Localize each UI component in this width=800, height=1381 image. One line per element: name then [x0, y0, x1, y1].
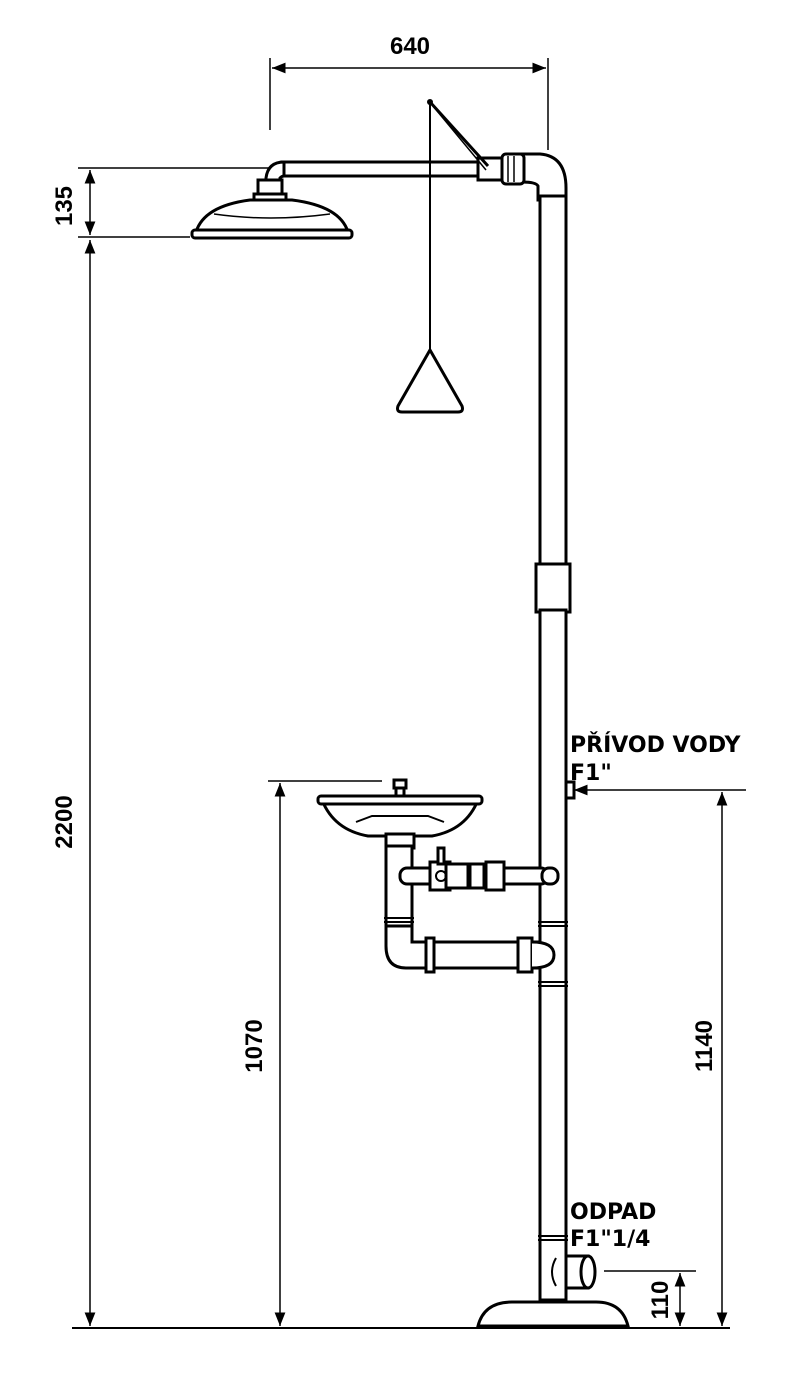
dimension-110-label: 110 [647, 1281, 674, 1320]
pull-handle [396, 99, 490, 414]
drain-label: ODPAD [570, 1200, 656, 1225]
drain-size-label: F1"1/4 [570, 1227, 650, 1252]
dimension-135-label: 135 [51, 186, 78, 226]
dimension-135: 135 [51, 167, 270, 238]
eyewash-plumbing [384, 844, 560, 974]
dimension-640-label: 640 [390, 33, 430, 60]
drain-outlet [551, 1254, 597, 1290]
water-inlet-size-label: F1" [570, 761, 612, 786]
dimension-1070: 1070 [241, 780, 382, 1326]
shower-arm [264, 152, 526, 188]
water-inlet-label: PŘÍVOD VODY [570, 732, 742, 758]
dimension-2200-label: 2200 [51, 795, 78, 848]
dimension-110: 110 [604, 1270, 696, 1326]
dimension-1070-label: 1070 [241, 1019, 268, 1072]
main-pipe [520, 152, 576, 1302]
pedestal-base [476, 1300, 630, 1328]
dimension-1140-label: 1140 [691, 1020, 718, 1072]
dimension-1140: 1140 [574, 784, 746, 1326]
eyewash-bowl [316, 778, 484, 850]
dimension-640: 640 [269, 33, 549, 150]
shower-head [190, 178, 354, 240]
dimension-2200: 2200 [51, 240, 96, 1326]
